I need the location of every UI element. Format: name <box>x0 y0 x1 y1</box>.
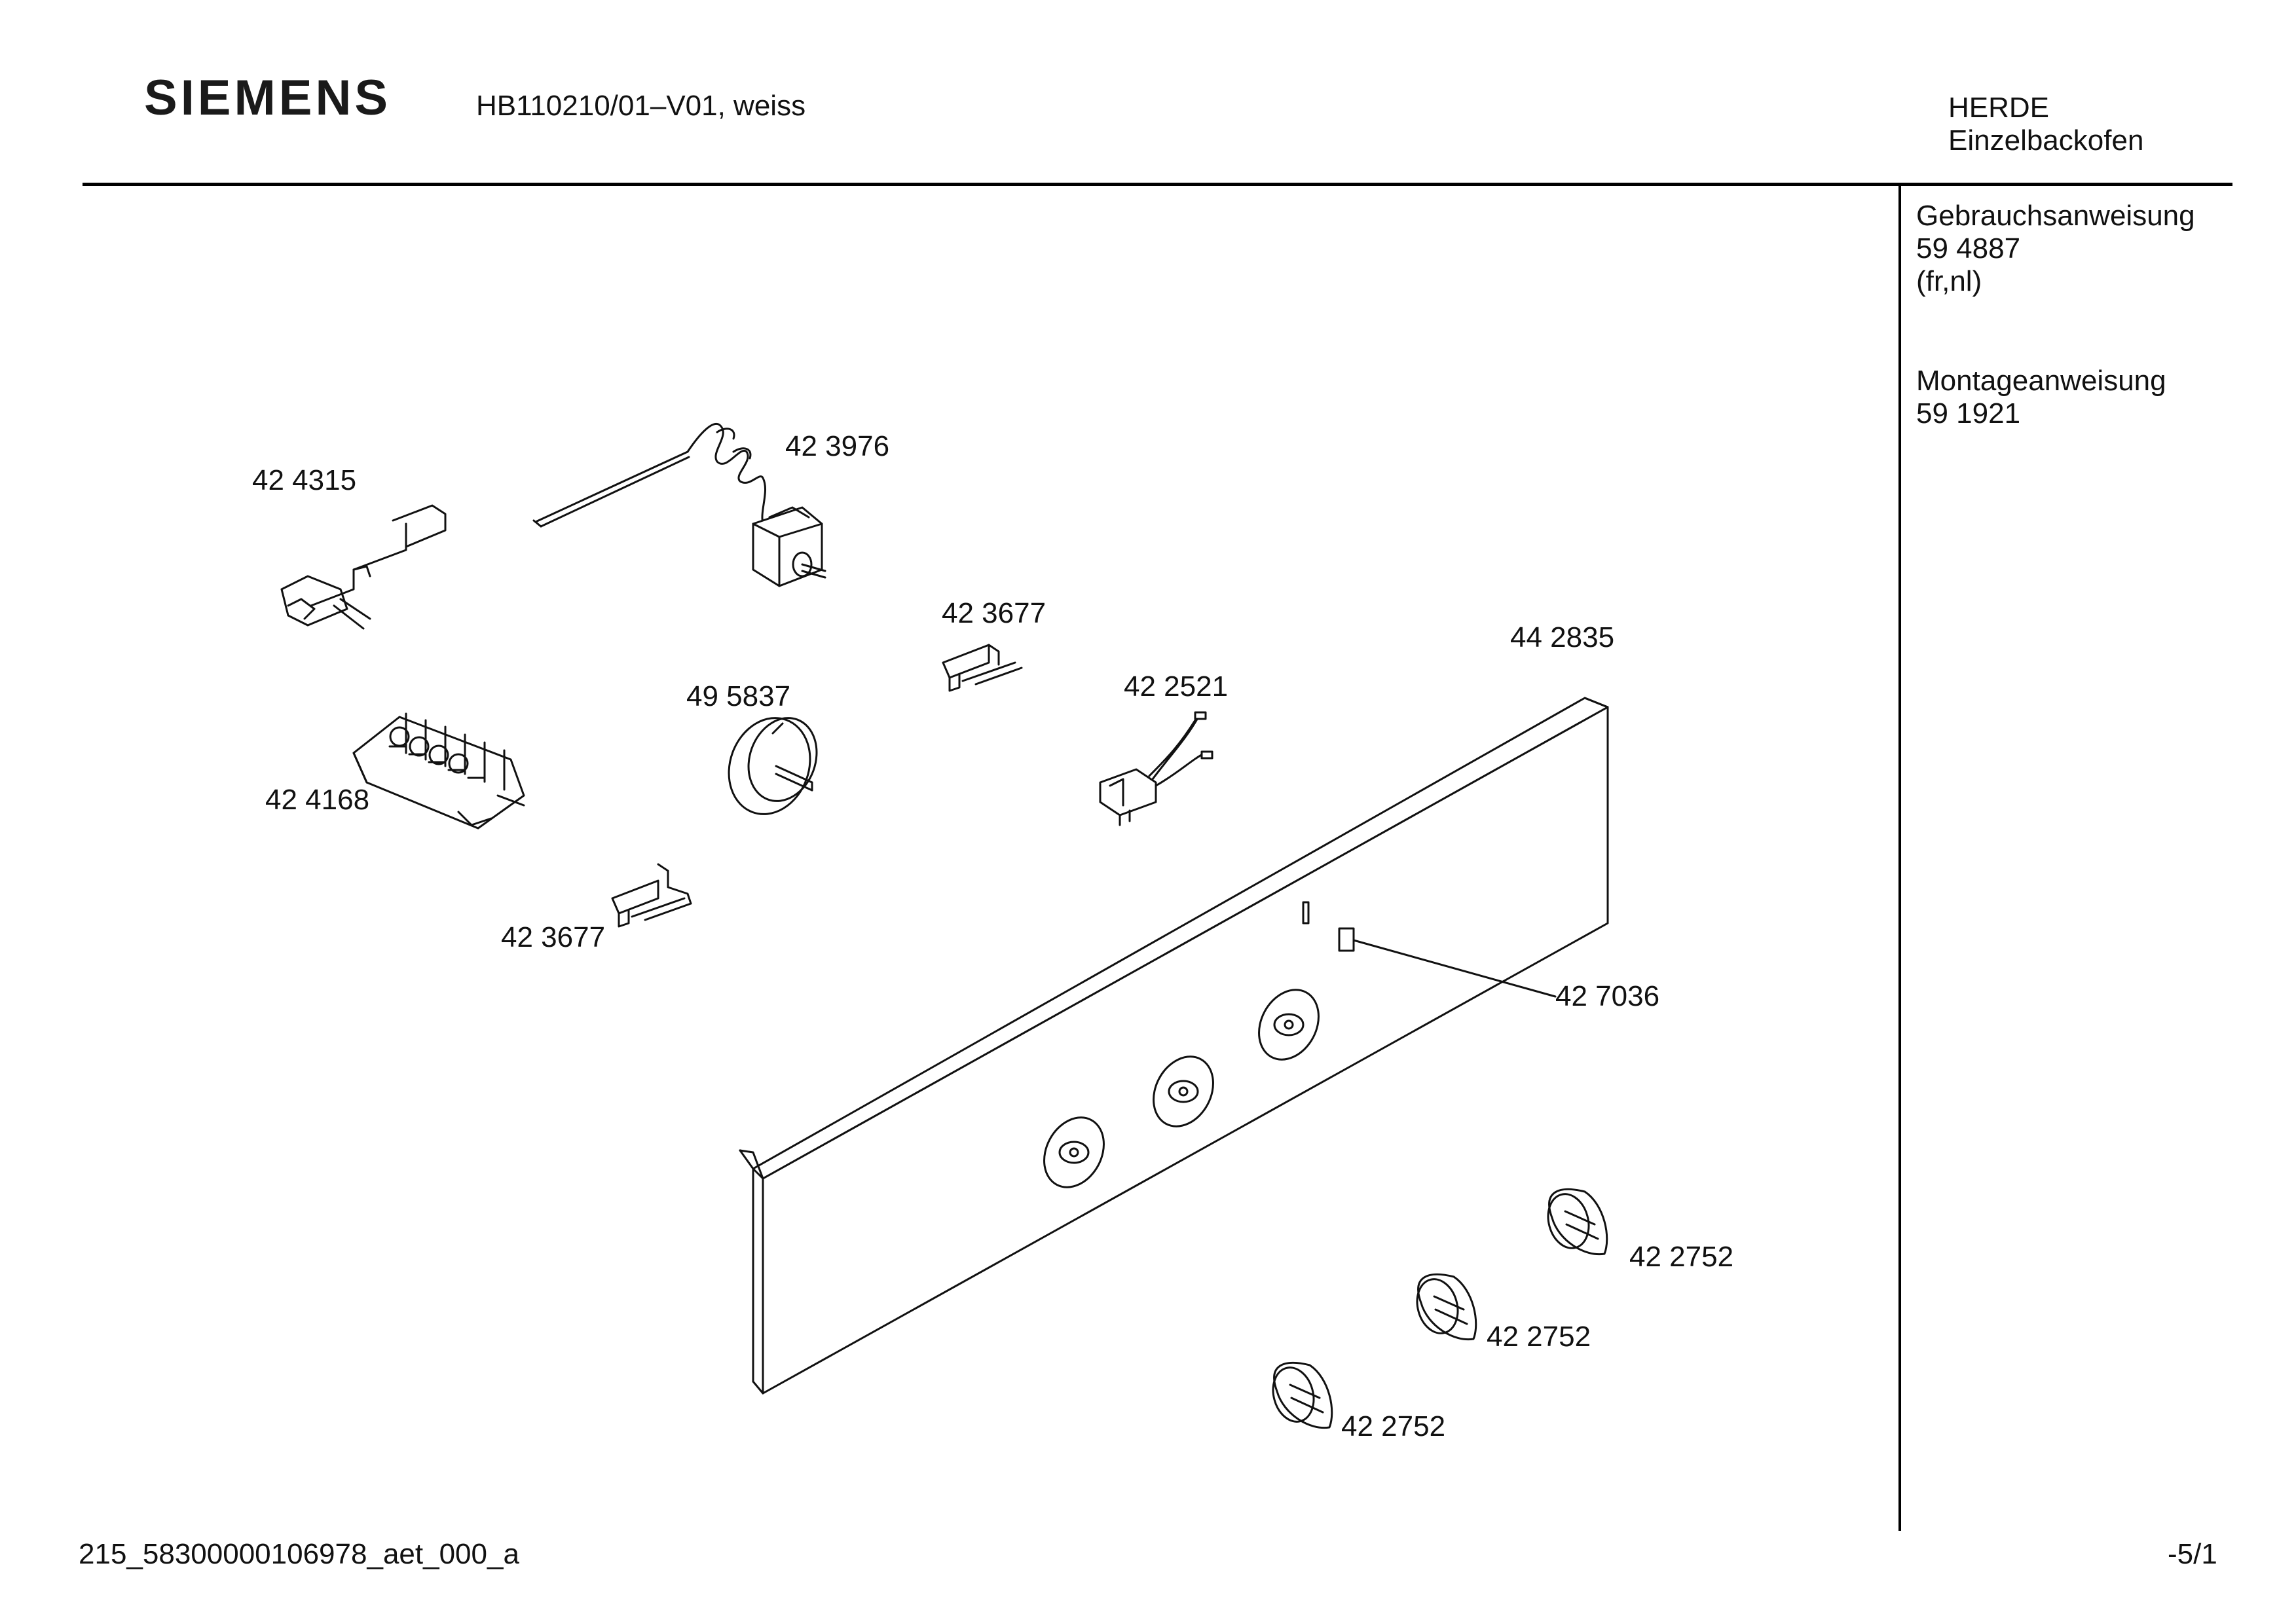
control-panel <box>740 698 1608 1393</box>
part-label-knob: 42 2752 <box>1629 1241 1734 1273</box>
part-label-terminal-block: 42 4168 <box>265 784 370 816</box>
part-label-thermostat: 42 3976 <box>785 430 890 462</box>
knob-part <box>1542 1189 1607 1254</box>
part-label-switch: 42 2521 <box>1124 670 1229 703</box>
part-label-knob: 42 2752 <box>1487 1321 1591 1353</box>
category-line-2: Einzelbackofen <box>1948 124 2144 156</box>
part-label-panel: 44 2835 <box>1510 621 1615 653</box>
knob-hole <box>1142 1046 1225 1137</box>
part-label-clip-lower: 42 3677 <box>501 921 606 953</box>
timer-part <box>716 706 828 826</box>
knob-hole <box>1033 1107 1116 1198</box>
manual-info: Gebrauchsanweisung 59 4887 (fr,nl) <box>1916 200 2195 298</box>
part-label-lamp: 42 7036 <box>1555 980 1660 1012</box>
manual-languages: (fr,nl) <box>1916 265 1982 297</box>
bracket-part <box>282 505 445 629</box>
thermostat-part <box>534 424 825 586</box>
model-title: HB110210/01–V01, weiss <box>476 90 806 122</box>
part-label-timer: 49 5837 <box>686 680 791 712</box>
terminal-block-part <box>354 714 524 828</box>
knob-part <box>1267 1363 1332 1427</box>
knob-hole <box>1248 980 1331 1070</box>
part-label-clip-upper: 42 3677 <box>942 597 1046 629</box>
install-title: Montageanweisung <box>1916 365 2166 397</box>
install-info: Montageanweisung 59 1921 <box>1916 365 2166 430</box>
manual-number: 59 4887 <box>1916 232 2021 265</box>
knob-part <box>1411 1274 1476 1339</box>
part-label-knob: 42 2752 <box>1341 1410 1446 1442</box>
clip-part <box>612 864 691 926</box>
document-id: 215_58300000106978_aet_000_a <box>79 1538 519 1570</box>
part-label-bracket: 42 4315 <box>252 464 357 496</box>
install-number: 59 1921 <box>1916 397 2021 430</box>
clip-part <box>943 645 1022 691</box>
sidebar-divider <box>1898 186 1901 1531</box>
category-block: HERDE Einzelbackofen <box>1948 92 2143 157</box>
brand-logo: SIEMENS <box>144 70 392 126</box>
manual-title: Gebrauchsanweisung <box>1916 200 2195 232</box>
page-number: -5/1 <box>2168 1538 2217 1570</box>
header-divider <box>83 183 2232 186</box>
category-line-1: HERDE <box>1948 92 2050 124</box>
switch-part <box>1100 712 1212 825</box>
